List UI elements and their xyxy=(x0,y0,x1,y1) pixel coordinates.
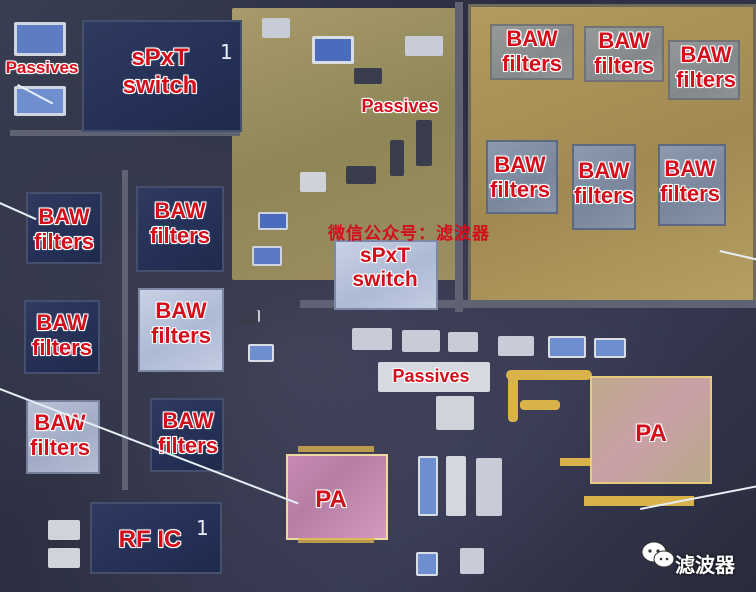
passive-component xyxy=(14,86,66,116)
passive-component xyxy=(416,552,438,576)
passive-component xyxy=(354,68,382,84)
wechat-bubble-icon xyxy=(640,540,752,586)
passive-component xyxy=(48,548,80,568)
passive-component xyxy=(418,456,438,516)
passive-component xyxy=(252,246,282,266)
passive-component xyxy=(390,140,404,176)
passive-component xyxy=(460,548,484,574)
baw-filter-mr3 xyxy=(658,144,726,226)
inductor-trace xyxy=(506,370,592,380)
passive-component xyxy=(436,396,474,430)
watermark-text: 微信公众号：滤波器 xyxy=(328,224,490,244)
baw-filter-mr2 xyxy=(572,144,636,230)
baw-filter-c2 xyxy=(138,288,224,372)
passive-component xyxy=(548,336,586,358)
baw-filter-tr2 xyxy=(584,26,664,82)
pa-label-right: PA xyxy=(635,420,667,447)
board-trace xyxy=(122,170,128,490)
passive-component xyxy=(312,36,354,64)
passives-label-top-left: Passives xyxy=(5,58,79,77)
passive-component xyxy=(48,520,80,540)
passive-component xyxy=(346,166,376,184)
inductor-trace xyxy=(584,496,694,506)
inductor-trace xyxy=(508,372,518,422)
passive-component xyxy=(300,172,326,192)
passive-component xyxy=(405,36,443,56)
spxt-switch-top xyxy=(82,20,242,132)
marking-digit: 1 xyxy=(196,516,209,540)
passive-component xyxy=(248,344,274,362)
passive-component xyxy=(258,212,288,230)
passives-label-mid: Passives xyxy=(392,366,470,386)
pa-die-center xyxy=(286,454,388,540)
baw-filter-l2 xyxy=(24,300,100,374)
passive-component xyxy=(14,22,66,56)
baw-filter-l1 xyxy=(26,192,102,264)
passive-component xyxy=(240,310,258,324)
inductor-trace xyxy=(560,458,590,466)
board-trace xyxy=(300,300,756,308)
rf-ic xyxy=(90,502,222,574)
passive-component xyxy=(402,330,440,352)
pa-label-center: PA xyxy=(315,486,347,513)
inductor-trace xyxy=(520,400,560,410)
passive-component xyxy=(446,456,466,516)
passive-component xyxy=(448,332,478,352)
baw-filter-mr1 xyxy=(486,140,558,214)
baw-filter-tr1 xyxy=(490,24,574,80)
passive-component xyxy=(594,338,626,358)
brand-text: 滤波器 xyxy=(675,553,735,577)
rf-ic-label: RF IC xyxy=(118,526,182,553)
passive-component xyxy=(262,18,290,38)
bond-wire-pad xyxy=(298,446,374,452)
spxt-switch-center xyxy=(334,240,438,310)
passives-label-center: Passives xyxy=(361,96,439,116)
passive-component xyxy=(476,458,502,516)
baw-filter-tr3 xyxy=(668,40,740,100)
marking-digit: 1 xyxy=(220,40,233,64)
board-trace xyxy=(455,2,463,312)
passive-component xyxy=(378,362,490,392)
passive-component xyxy=(352,328,392,350)
pa-die-right xyxy=(590,376,712,484)
baw-filter-c1 xyxy=(136,186,224,272)
passive-component xyxy=(416,120,432,166)
passive-component xyxy=(498,336,534,356)
bond-wire-pad xyxy=(298,538,374,543)
board-trace xyxy=(10,130,240,136)
